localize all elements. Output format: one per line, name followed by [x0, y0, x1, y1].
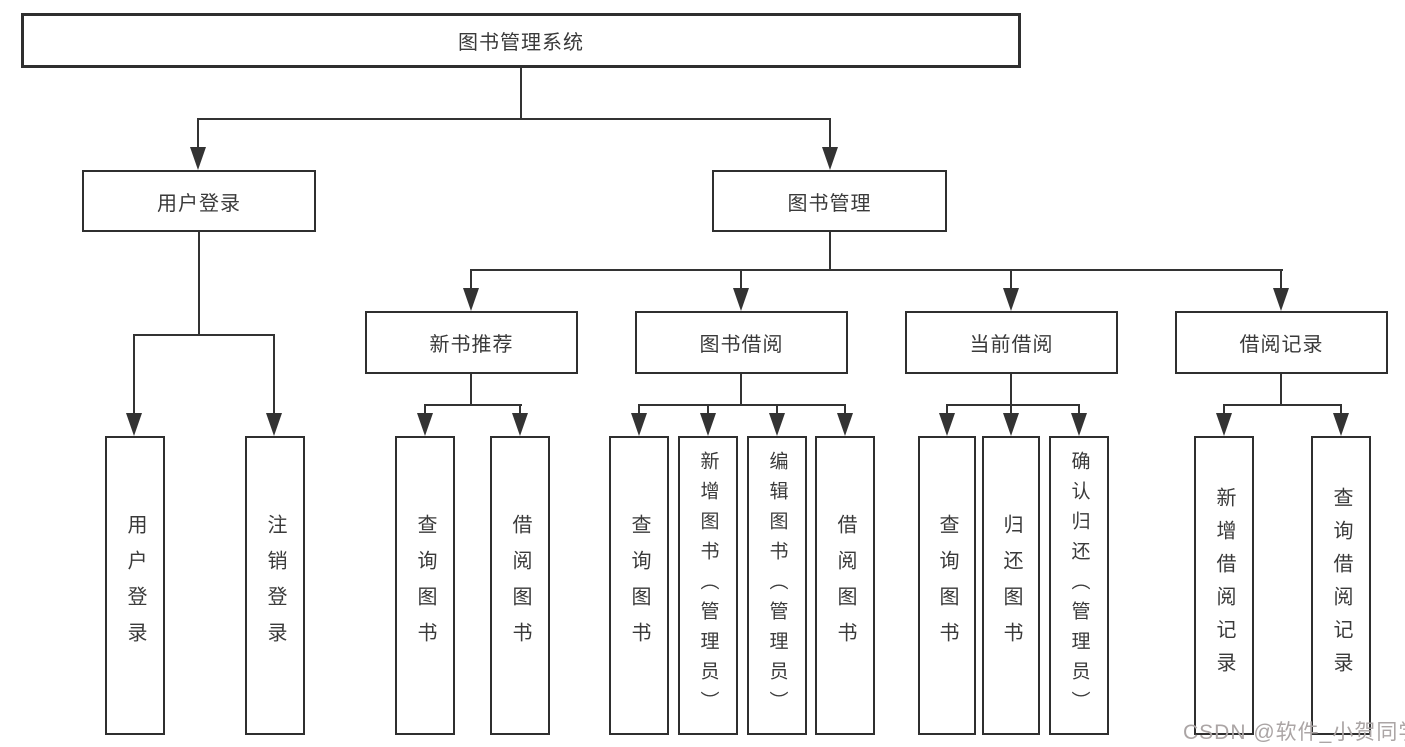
- connector-line: [520, 68, 522, 120]
- leaf-label: 新增借阅记录: [1213, 486, 1235, 685]
- leaf-query-books-borrowing: 查询图书: [609, 436, 669, 735]
- arrow-down-icon: [631, 413, 647, 436]
- leaf-label: 确认归还（管理员）: [1068, 450, 1090, 721]
- arrow-down-icon: [1333, 413, 1349, 436]
- leaf-label: 用户登录: [124, 513, 146, 658]
- arrow-down-icon: [417, 413, 433, 436]
- connector-line: [844, 406, 846, 413]
- leaf-add-book-admin: 新增图书（管理员）: [678, 436, 738, 735]
- leaf-label: 借阅图书: [509, 513, 531, 658]
- connector-line: [1010, 374, 1012, 406]
- arrow-down-icon: [939, 413, 955, 436]
- arrow-down-icon: [1071, 413, 1087, 436]
- connector-line: [740, 374, 742, 406]
- node-user-login: 用户登录: [82, 170, 316, 232]
- arrow-down-icon: [822, 147, 838, 170]
- connector-line: [829, 232, 831, 271]
- connector-line: [198, 232, 200, 336]
- arrow-down-icon: [1273, 288, 1289, 311]
- node-book-borrowing: 图书借阅: [635, 311, 848, 374]
- leaf-label: 查询借阅记录: [1330, 486, 1352, 685]
- leaf-label: 编辑图书（管理员）: [766, 450, 788, 721]
- node-label: 借阅记录: [1239, 334, 1324, 356]
- connector-line: [470, 269, 1283, 271]
- leaf-confirm-return-admin: 确认归还（管理员）: [1049, 436, 1109, 735]
- node-label: 图书管理系统: [458, 32, 584, 54]
- leaf-query-borrow-record: 查询借阅记录: [1311, 436, 1371, 735]
- connector-line: [638, 406, 640, 413]
- connector-line: [740, 271, 742, 289]
- leaf-label: 注销登录: [264, 513, 286, 658]
- connector-line: [946, 404, 1080, 406]
- connector-line: [197, 120, 199, 148]
- connector-line: [638, 404, 846, 406]
- arrow-down-icon: [769, 413, 785, 436]
- arrow-down-icon: [1216, 413, 1232, 436]
- leaf-label: 归还图书: [1000, 513, 1022, 658]
- connector-line: [133, 336, 135, 413]
- node-label: 新书推荐: [429, 334, 514, 356]
- arrow-down-icon: [463, 288, 479, 311]
- connector-line: [519, 406, 521, 413]
- arrow-down-icon: [733, 288, 749, 311]
- node-label: 当前借阅: [969, 334, 1054, 356]
- leaf-edit-book-admin: 编辑图书（管理员）: [747, 436, 807, 735]
- connector-line: [776, 406, 778, 413]
- leaf-add-borrow-record: 新增借阅记录: [1194, 436, 1254, 735]
- leaf-borrow-books-borrowing: 借阅图书: [815, 436, 875, 735]
- node-book-management: 图书管理: [712, 170, 947, 232]
- watermark: CSDN @软件_小贺同学: [1183, 721, 1405, 744]
- leaf-label: 借阅图书: [834, 513, 856, 658]
- leaf-user-login: 用户登录: [105, 436, 165, 735]
- connector-line: [470, 374, 472, 406]
- leaf-return-books: 归还图书: [982, 436, 1040, 735]
- arrow-down-icon: [1003, 288, 1019, 311]
- connector-line: [424, 406, 426, 413]
- connector-line: [1280, 271, 1282, 289]
- node-label: 用户登录: [157, 192, 241, 215]
- leaf-label: 新增图书（管理员）: [697, 450, 719, 721]
- arrow-down-icon: [700, 413, 716, 436]
- connector-line: [1078, 406, 1080, 413]
- arrow-down-icon: [266, 413, 282, 436]
- connector-line: [1010, 406, 1012, 413]
- connector-line: [273, 336, 275, 413]
- node-library-management-system: 图书管理系统: [21, 13, 1021, 68]
- node-borrowing-records: 借阅记录: [1175, 311, 1388, 374]
- connector-line: [197, 118, 831, 120]
- arrow-down-icon: [837, 413, 853, 436]
- leaf-query-books-current: 查询图书: [918, 436, 976, 735]
- arrow-down-icon: [126, 413, 142, 436]
- leaf-borrow-books-recommend: 借阅图书: [490, 436, 550, 735]
- leaf-label: 查询图书: [936, 513, 958, 658]
- arrow-down-icon: [512, 413, 528, 436]
- connector-line: [424, 404, 522, 406]
- leaf-label: 查询图书: [414, 513, 436, 658]
- node-label: 图书借阅: [699, 334, 784, 356]
- connector-line: [1280, 374, 1282, 406]
- connector-line: [707, 406, 709, 413]
- connector-line: [1223, 404, 1342, 406]
- connector-line: [470, 271, 472, 289]
- arrow-down-icon: [190, 147, 206, 170]
- connector-line: [1223, 406, 1225, 413]
- leaf-label: 查询图书: [628, 513, 650, 658]
- node-label: 图书管理: [787, 192, 872, 215]
- connector-line: [133, 334, 275, 336]
- arrow-down-icon: [1003, 413, 1019, 436]
- connector-line: [946, 406, 948, 413]
- connector-line: [1010, 271, 1012, 289]
- node-new-book-recommend: 新书推荐: [365, 311, 578, 374]
- leaf-logout: 注销登录: [245, 436, 305, 735]
- connector-line: [1340, 406, 1342, 413]
- leaf-query-books-recommend: 查询图书: [395, 436, 455, 735]
- connector-line: [829, 120, 831, 148]
- node-current-borrowing: 当前借阅: [905, 311, 1118, 374]
